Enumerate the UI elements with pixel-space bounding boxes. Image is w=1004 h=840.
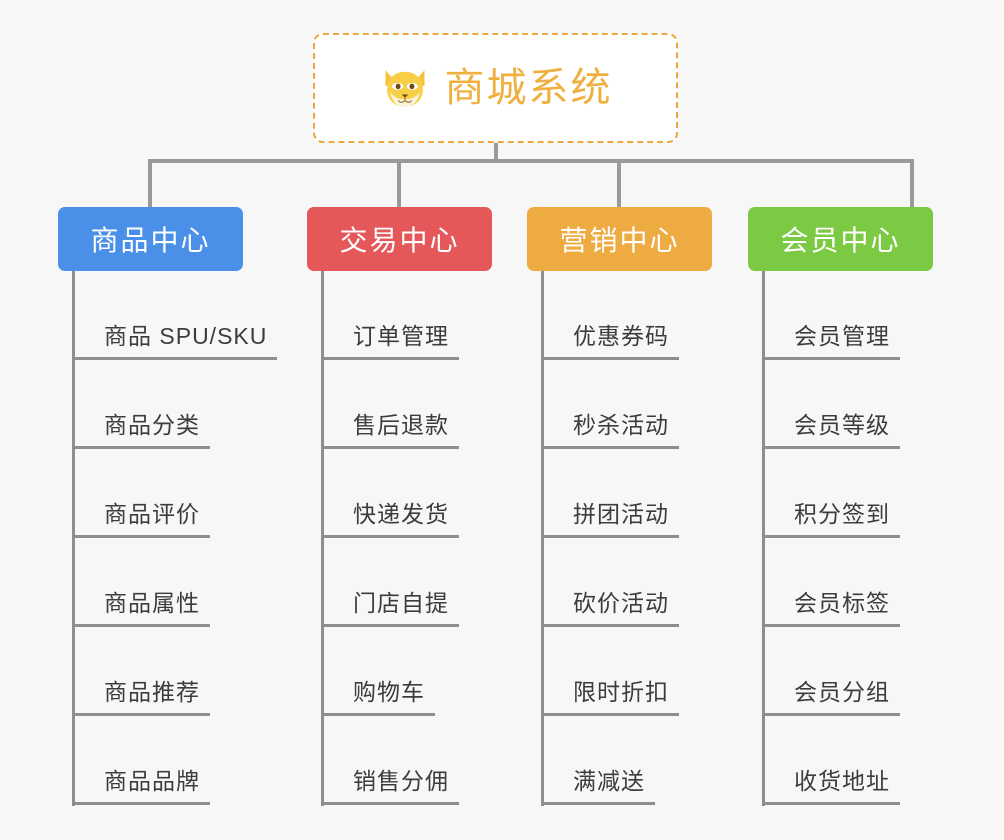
leaf-item[interactable]: 会员分组 [762,627,900,716]
category-header-2[interactable]: 交易中心 [307,207,492,271]
leaf-item[interactable]: 优惠券码 [541,271,679,360]
leaf-label: 秒杀活动 [541,406,679,449]
leaf-label: 快递发货 [321,495,459,538]
leaf-label: 会员管理 [762,317,900,360]
leaf-item[interactable]: 订单管理 [321,271,459,360]
leaf-item[interactable]: 销售分佣 [321,716,459,805]
leaf-item[interactable]: 秒杀活动 [541,360,679,449]
category-header-4[interactable]: 会员中心 [748,207,933,271]
leaf-item[interactable]: 快递发货 [321,449,459,538]
leaf-label: 满减送 [541,762,655,805]
leaf-item[interactable]: 会员标签 [762,538,900,627]
leaf-label: 商品评价 [72,495,210,538]
leaf-label: 会员标签 [762,584,900,627]
category-header-1[interactable]: 商品中心 [58,207,243,271]
leaf-item[interactable]: 商品评价 [72,449,210,538]
category-title-1: 商品中心 [90,225,211,256]
category-header-3[interactable]: 营销中心 [527,207,712,271]
leaf-label: 收货地址 [762,762,900,805]
leaf-item[interactable]: 拼团活动 [541,449,679,538]
root-title: 商城系统 [444,66,613,110]
leaf-item[interactable]: 限时折扣 [541,627,679,716]
connector-drop-3 [617,159,621,207]
leaf-item[interactable]: 商品品牌 [72,716,210,805]
leaf-label: 商品推荐 [72,673,210,716]
leaf-item[interactable]: 售后退款 [321,360,459,449]
leaf-label: 商品属性 [72,584,210,627]
trunk-line-1 [72,271,75,806]
category-title-2: 交易中心 [339,225,460,256]
trunk-line-4 [762,271,765,806]
leaf-label: 商品分类 [72,406,210,449]
leaf-label: 限时折扣 [541,673,679,716]
leaf-item[interactable]: 商品 SPU/SKU [72,271,278,360]
leaf-label: 门店自提 [321,584,459,627]
shiba-dog-icon [385,70,424,107]
leaf-item[interactable]: 门店自提 [321,538,459,627]
category-title-3: 营销中心 [559,225,680,256]
leaf-item[interactable]: 积分签到 [762,449,900,538]
leaf-item[interactable]: 会员等级 [762,360,900,449]
leaf-label: 售后退款 [321,406,459,449]
leaf-label: 优惠券码 [541,317,679,360]
connector-drop-4 [910,159,914,207]
leaf-label: 购物车 [321,673,435,716]
leaf-label: 商品 SPU/SKU [72,317,278,360]
leaf-label: 订单管理 [321,317,459,360]
connector-drop-2 [397,159,401,207]
leaf-item[interactable]: 会员管理 [762,271,900,360]
leaf-label: 拼团活动 [541,495,679,538]
connector-root-stem [494,143,498,163]
leaf-item[interactable]: 商品推荐 [72,627,210,716]
category-title-4: 会员中心 [780,225,901,256]
connector-drop-1 [148,159,152,207]
root-node[interactable]: 商城系统 [313,33,678,143]
connector-bus [148,159,914,163]
leaf-item[interactable]: 满减送 [541,716,655,805]
leaf-label: 会员等级 [762,406,900,449]
leaf-label: 会员分组 [762,673,900,716]
leaf-item[interactable]: 商品分类 [72,360,210,449]
trunk-line-3 [541,271,544,806]
trunk-line-2 [321,271,324,806]
leaf-item[interactable]: 砍价活动 [541,538,679,627]
leaf-item[interactable]: 购物车 [321,627,435,716]
leaf-item[interactable]: 收货地址 [762,716,900,805]
leaf-item[interactable]: 商品属性 [72,538,210,627]
leaf-label: 销售分佣 [321,762,459,805]
leaf-label: 砍价活动 [541,584,679,627]
leaf-label: 积分签到 [762,495,900,538]
leaf-label: 商品品牌 [72,762,210,805]
